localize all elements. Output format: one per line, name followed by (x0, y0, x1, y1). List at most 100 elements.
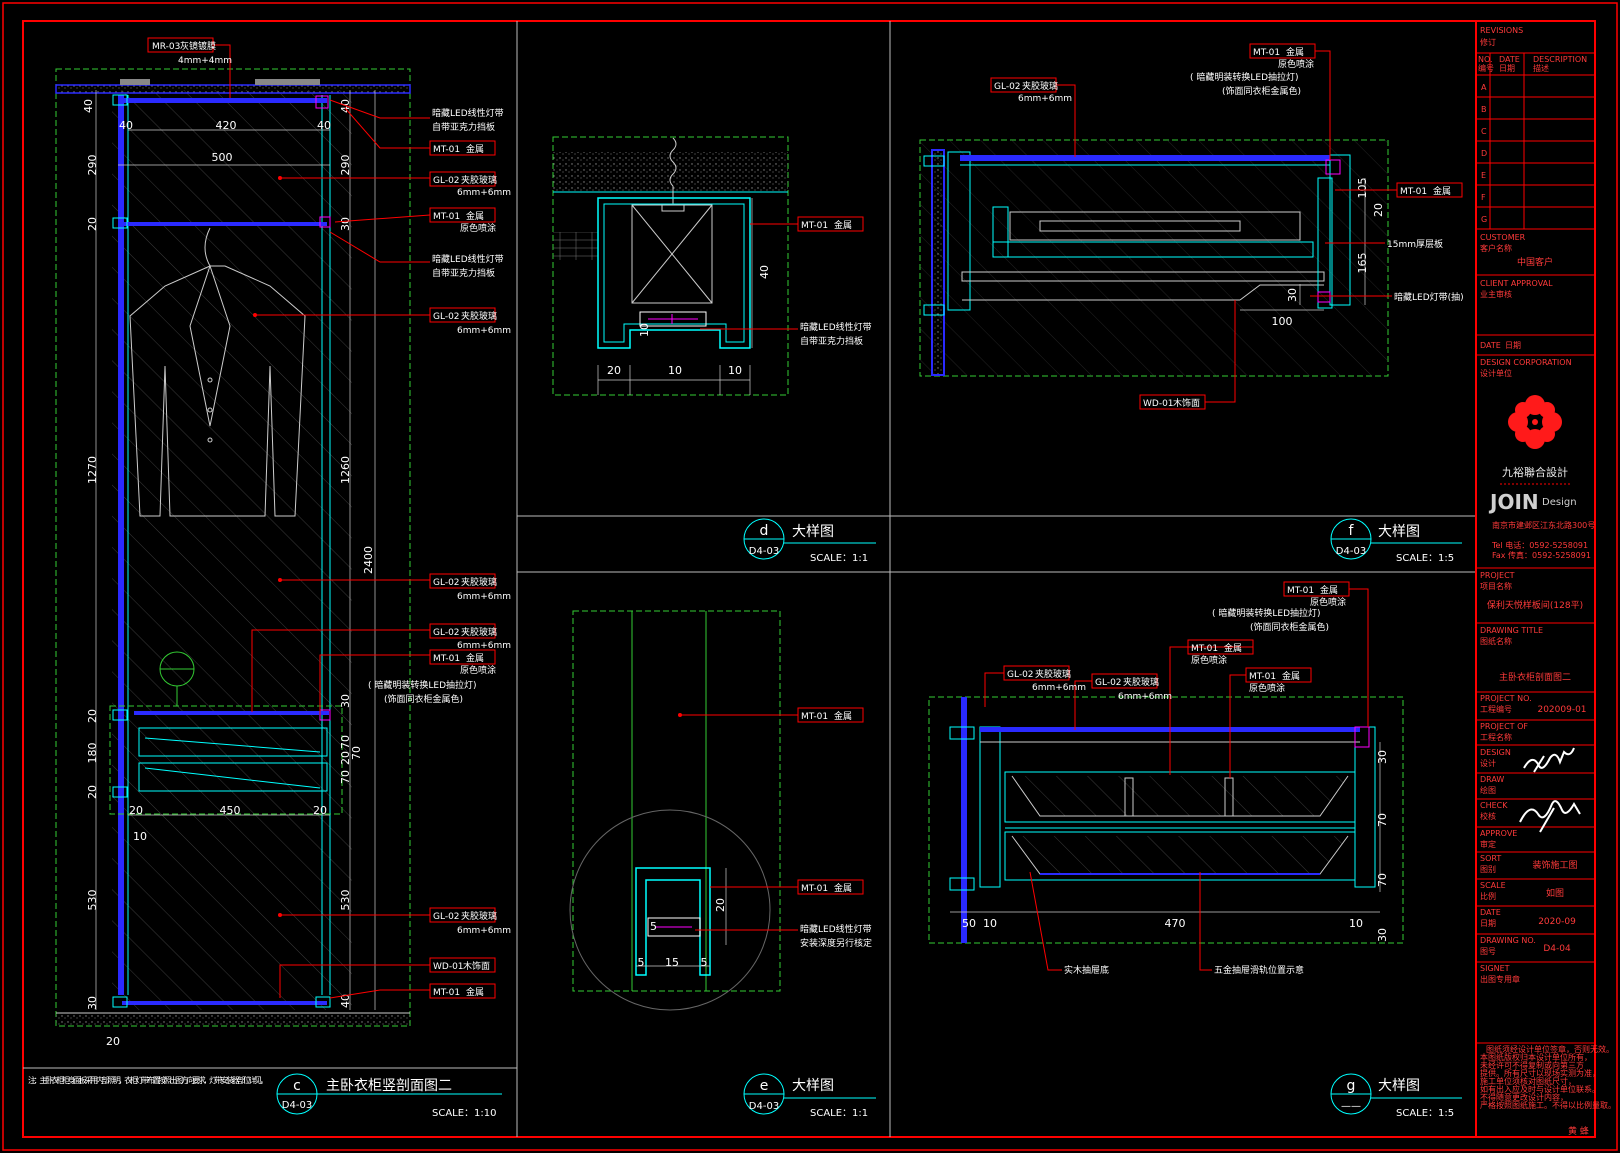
tag-c-gl02-c: GL-02 (433, 578, 460, 588)
tag-g-ledrail2: (饰面同衣柜金属色) (1250, 621, 1329, 633)
tb-project-no-cn: 工程编号 (1480, 704, 1512, 714)
tb-customer-value: 中国客户 (1517, 256, 1553, 268)
view-d-letter: d (760, 523, 769, 539)
tag-g-gl02-a: GL-02 (1007, 670, 1034, 680)
tag-e-mt01-b: MT-01 (801, 884, 828, 894)
tag-f-gl02-name: 夹胶玻璃 (1022, 80, 1058, 92)
company-tel: Tel 电话：0592-5258091 (1491, 540, 1588, 550)
dim-e-0: 20 (714, 898, 727, 912)
dim-c-22: 10 (133, 830, 147, 843)
dim-g-1: 70 (1376, 813, 1389, 827)
tag-g-mt01-a-name: 金属 (1320, 584, 1338, 596)
tb-rev-col-date: DATE (1499, 55, 1520, 64)
tag-f-mt01-a: MT-01 (1253, 48, 1280, 58)
tag-led-3: 暗藏LED线性灯带 (432, 253, 504, 265)
tag-g-ledrail: ( 暗藏明装转换LED抽拉灯) (1212, 607, 1321, 619)
dim-f-0: 105 (1356, 178, 1369, 199)
tag-c-mt01-c: MT-01 (433, 654, 460, 664)
tb-date-2-value: 2020-09 (1538, 917, 1576, 927)
tag-e-mt01-a-name: 金属 (834, 710, 852, 722)
dim-d-4: 10 (728, 364, 742, 377)
tag-f-mt01-b: MT-01 (1400, 187, 1427, 197)
tag-c-wd01-name: 木饰面 (463, 960, 490, 972)
tb-customer-cn: 客户名称 (1480, 243, 1512, 253)
tag-c-gl02-d: GL-02 (433, 628, 460, 638)
signature-design (1523, 747, 1575, 773)
view-g-title: g 大样图 —— SCALE：1:5 (1330, 1073, 1462, 1119)
tb-rev-f: F (1481, 193, 1486, 202)
dim-g-2: 70 (1376, 873, 1389, 887)
view-g-letter: g (1347, 1078, 1356, 1094)
dim-f-1: 20 (1372, 203, 1385, 217)
tag-mr03-name: 灰镜镀膜 (180, 40, 216, 52)
dim-c-27: 20 (106, 1035, 120, 1048)
tag-c-mt01-a: MT-01 (433, 145, 460, 155)
tag-e-led2: 安装深度另行核定 (800, 937, 872, 949)
dim-c-19: 20 (129, 804, 143, 817)
inner-frame (22, 20, 1596, 1138)
dim-c-9: 1260 (339, 456, 352, 484)
panel-dividers (23, 21, 1476, 1137)
tag-c-ledrail: ( 暗藏明装转换LED抽拉灯) (368, 679, 477, 691)
tb-disclaimer-5: 如有出入应及时与设计单位联系。 (1480, 1084, 1600, 1094)
dim-c-5: 290 (339, 155, 352, 176)
dim-d-0: 40 (758, 265, 771, 279)
dim-c-7: 30 (339, 217, 352, 231)
tag-g-mt01-c: MT-01 (1249, 672, 1276, 682)
tag-g-mt01-b-name: 金属 (1224, 642, 1242, 654)
tb-project-of-cn: 工程名称 (1480, 732, 1512, 742)
tb-signet-cn: 出图专用章 (1480, 974, 1520, 984)
dim-g-4: 10 (983, 917, 997, 930)
tb-project-cn: 项目名称 (1480, 581, 1512, 591)
view-d-ref: D4-03 (749, 546, 779, 557)
tb-approve-cn: 审定 (1480, 839, 1496, 849)
tb-disclaimer-6: 不得随意更改设计内容， (1480, 1092, 1568, 1102)
tb-disclaimer-4: 施工单位须核对图纸尺寸， (1480, 1076, 1576, 1086)
view-g-detail: 30 70 70 50 10 470 10 30 ( 暗藏明装转换LED抽拉灯)… (928, 581, 1404, 976)
dim-d-3: 10 (668, 364, 682, 377)
tb-sort-cn: 图别 (1480, 865, 1496, 874)
tag-d-led2: 自带亚克力挡板 (800, 335, 863, 347)
view-d-name: 大样图 (792, 524, 834, 540)
dim-e-4: 5 (701, 956, 708, 969)
tb-revisions-cn: 修订 (1480, 37, 1496, 47)
dim-c-24: 530 (339, 890, 352, 911)
tag-c-mt01-d: MT-01 (433, 988, 460, 998)
tag-mr03-spec: 4mm+4mm (178, 56, 232, 66)
dim-g-0: 30 (1376, 750, 1389, 764)
tb-check: CHECK (1480, 801, 1508, 810)
dim-c-17: 70 (339, 770, 352, 784)
dim-c-26: 40 (339, 994, 352, 1008)
view-g-scale: SCALE：1:5 (1396, 1108, 1454, 1119)
tb-date-2: DATE (1480, 908, 1501, 917)
tag-f-board: 15mm厚层板 (1387, 238, 1443, 250)
tb-rev-g: G (1481, 215, 1487, 224)
signature-check (1519, 800, 1581, 833)
tag-f-mt01-a-spec: 原色喷涂 (1278, 58, 1314, 70)
tb-project-of: PROJECT OF (1480, 722, 1528, 731)
tag-c-gl02-a-spec: 6mm+6mm (457, 188, 511, 198)
tb-client-approval-cn: 业主审核 (1480, 289, 1512, 299)
tag-d-led: 暗藏LED线性灯带 (800, 321, 872, 333)
view-e-name: 大样图 (792, 1078, 834, 1094)
dim-c-25: 30 (86, 996, 99, 1010)
tag-f-ledrail: ( 暗藏明装转换LED抽拉灯) (1190, 71, 1299, 83)
tag-g-mt01-c-name: 金属 (1282, 670, 1300, 682)
company-name-cn: 九裕聯合設計 (1502, 465, 1568, 479)
tb-customer: CUSTOMER (1480, 233, 1526, 242)
company-name-en-2: Design (1542, 497, 1577, 508)
tag-c-gl02-b-name: 夹胶玻璃 (461, 310, 497, 322)
view-c-dimensions: 40 420 40 500 290 290 20 30 1270 1260 24… (82, 99, 375, 1048)
tag-f-gl02-spec: 6mm+6mm (1018, 94, 1072, 104)
tag-e-led: 暗藏LED线性灯带 (800, 923, 872, 935)
tb-rev-b: B (1481, 105, 1487, 114)
tb-sort-value: 装饰施工图 (1532, 859, 1577, 871)
view-e-scale: SCALE：1:1 (810, 1108, 868, 1119)
dim-c-13: 20 (86, 785, 99, 799)
tag-c-mt01-b-name: 金属 (466, 210, 484, 222)
view-g-ref: —— (1341, 1101, 1361, 1112)
view-c-name: 主卧衣柜竖剖面图二 (326, 1078, 452, 1094)
dim-c-12: 180 (86, 743, 99, 764)
tb-drawing-title-value: 主卧衣柜剖面图二 (1499, 671, 1571, 683)
tag-c-ledrail2: (饰面同衣柜金属色) (384, 693, 463, 705)
